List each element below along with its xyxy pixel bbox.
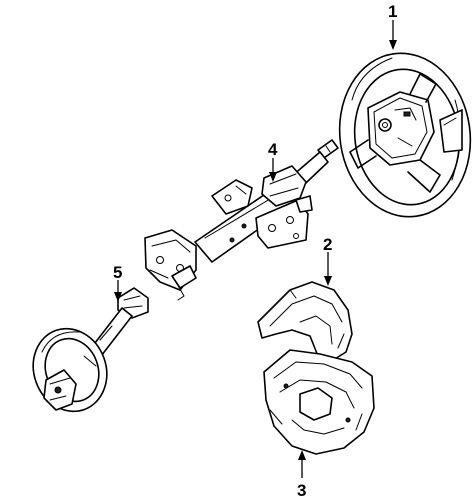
callout-3: 3 [297,481,306,500]
callout-2: 2 [323,235,332,254]
callout-1: 1 [388,2,397,21]
callout-leaders [114,20,397,478]
steering-wheel-icon[interactable] [329,45,475,225]
upper-column-cover-icon[interactable] [257,281,353,363]
steering-column-icon[interactable] [144,139,339,301]
lower-column-cover-icon[interactable] [263,349,375,455]
callout-labels: 1 2 3 4 5 [113,2,397,500]
intermediate-shaft-icon[interactable] [22,287,149,422]
callout-4: 4 [268,140,278,159]
callout-5: 5 [113,263,122,282]
